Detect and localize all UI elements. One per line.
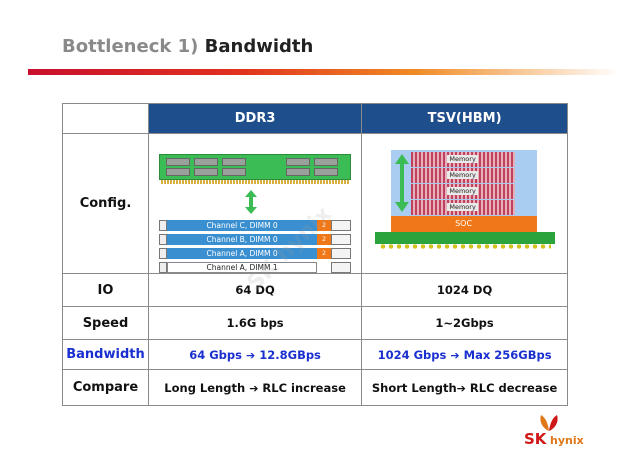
compare-hbm: Short Length➔ RLC decrease <box>361 369 568 406</box>
soc-die: SOC <box>390 215 537 232</box>
io-label: IO <box>62 273 149 307</box>
ddr3-diagram: Channel C, DIMM 0 2 GB Channel B, DIMM 0… <box>159 144 352 273</box>
memory-layer: Memory <box>410 151 515 167</box>
ddr3-config-cell: Channel C, DIMM 0 2 GB Channel B, DIMM 0… <box>147 133 363 274</box>
title-underline <box>28 69 620 75</box>
speed-hbm: 1~2Gbps <box>361 306 568 340</box>
arrow-icon: ➔ <box>450 348 460 362</box>
compare-label: Compare <box>62 369 149 406</box>
hbm-diagram: Memory Memory Memory Memory SOC <box>374 144 555 264</box>
channel-label: Channel B, DIMM 0 <box>167 233 318 245</box>
row-compare: Compare Long Length ➔ RLC increase Short… <box>62 369 568 406</box>
bandwidth-hbm: 1024 Gbps ➔ Max 256GBps <box>361 339 568 370</box>
arrow-icon: ➔ <box>456 381 466 395</box>
hbm-config-cell: Memory Memory Memory Memory SOC <box>361 133 568 274</box>
double-arrow-icon <box>394 153 409 212</box>
io-hbm: 1024 DQ <box>361 273 568 307</box>
channel-label: Channel C, DIMM 0 <box>167 219 318 231</box>
arrow-icon: ➔ <box>249 381 259 395</box>
dimm-pins <box>161 179 350 184</box>
memory-layer: Memory <box>410 183 515 199</box>
speed-label: Speed <box>62 306 149 340</box>
dimm-module <box>159 153 352 180</box>
row-io: IO 64 DQ 1024 DQ <box>62 273 568 307</box>
compare-ddr3: Long Length ➔ RLC increase <box>147 369 363 406</box>
channel-slot: Channel A, DIMM 0 2 GB <box>159 247 352 268</box>
row-config: Config. <box>62 133 568 274</box>
channel-label: Channel A, DIMM 1 <box>167 261 318 273</box>
package-substrate <box>374 231 555 244</box>
channel-slot: Channel B, DIMM 0 2 GB <box>159 233 352 254</box>
io-ddr3: 64 DQ <box>147 273 363 307</box>
bandwidth-label: Bandwidth <box>62 339 149 370</box>
channel-label: Channel A, DIMM 0 <box>167 247 318 259</box>
logo-butterfly-icon <box>540 415 558 431</box>
logo-sk: SK <box>524 430 547 448</box>
row-speed: Speed 1.6G bps 1~2Gbps <box>62 306 568 340</box>
header-blank <box>62 103 149 134</box>
capacity-badge: 2 GB <box>317 247 332 268</box>
header-ddr3: DDR3 <box>147 103 363 134</box>
memory-layer: Memory <box>410 167 515 183</box>
arrow-icon: ➔ <box>246 348 256 362</box>
title-prefix: Bottleneck 1) <box>62 36 199 57</box>
bandwidth-ddr3: 64 Gbps ➔ 12.8GBps <box>147 339 363 370</box>
header-row: DDR3 TSV(HBM) <box>62 103 568 134</box>
header-hbm: TSV(HBM) <box>361 103 568 134</box>
logo-hynix: hynix <box>550 434 584 447</box>
channel-slot: Channel A, DIMM 1 <box>159 261 352 273</box>
title-main: Bandwidth <box>204 36 314 57</box>
row-bandwidth: Bandwidth 64 Gbps ➔ 12.8GBps 1024 Gbps ➔… <box>62 339 568 370</box>
solder-balls <box>378 243 551 249</box>
speed-ddr3: 1.6G bps <box>147 306 363 340</box>
config-label: Config. <box>62 133 149 274</box>
double-arrow-icon <box>245 189 258 214</box>
comparison-table: DDR3 TSV(HBM) Config. <box>62 103 568 406</box>
slide-title: Bottleneck 1) Bandwidth <box>62 36 313 57</box>
memory-layer: Memory <box>410 199 515 215</box>
company-logo: SK hynix <box>518 414 598 454</box>
